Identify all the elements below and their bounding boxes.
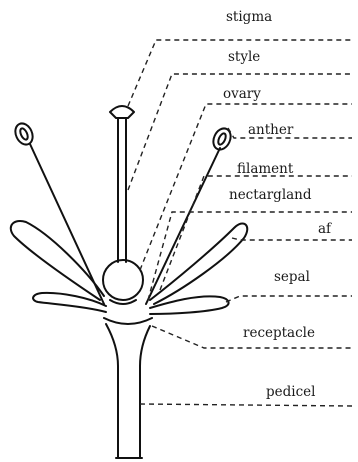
label-style: style <box>228 49 260 65</box>
petal-left <box>11 221 104 300</box>
flower-drawing <box>11 106 247 458</box>
labels: stigma style ovary anther filament necta… <box>223 9 332 400</box>
anther-left <box>12 121 36 148</box>
label-ovary: ovary <box>223 86 261 102</box>
label-filament: filament <box>237 161 294 177</box>
anther-right-inner <box>217 132 228 145</box>
ovary-shape <box>103 260 143 300</box>
filament-left <box>30 144 104 304</box>
label-pedicel: pedicel <box>266 384 315 400</box>
label-stigma: stigma <box>226 9 272 25</box>
leader-sepal <box>226 296 352 302</box>
leader-pedicel <box>140 404 352 406</box>
label-anther: anther <box>248 122 294 138</box>
pedicel-shape <box>106 324 150 458</box>
receptacle-shape <box>104 318 152 324</box>
anther-left-inner <box>19 127 30 140</box>
leader-petal <box>232 238 352 240</box>
label-nectargland: nectargland <box>229 187 312 203</box>
stigma-shape <box>110 106 134 118</box>
label-sepal: sepal <box>274 269 310 285</box>
anther-right <box>210 126 234 153</box>
label-petal: af <box>318 221 332 237</box>
label-receptacle: receptacle <box>243 325 315 341</box>
